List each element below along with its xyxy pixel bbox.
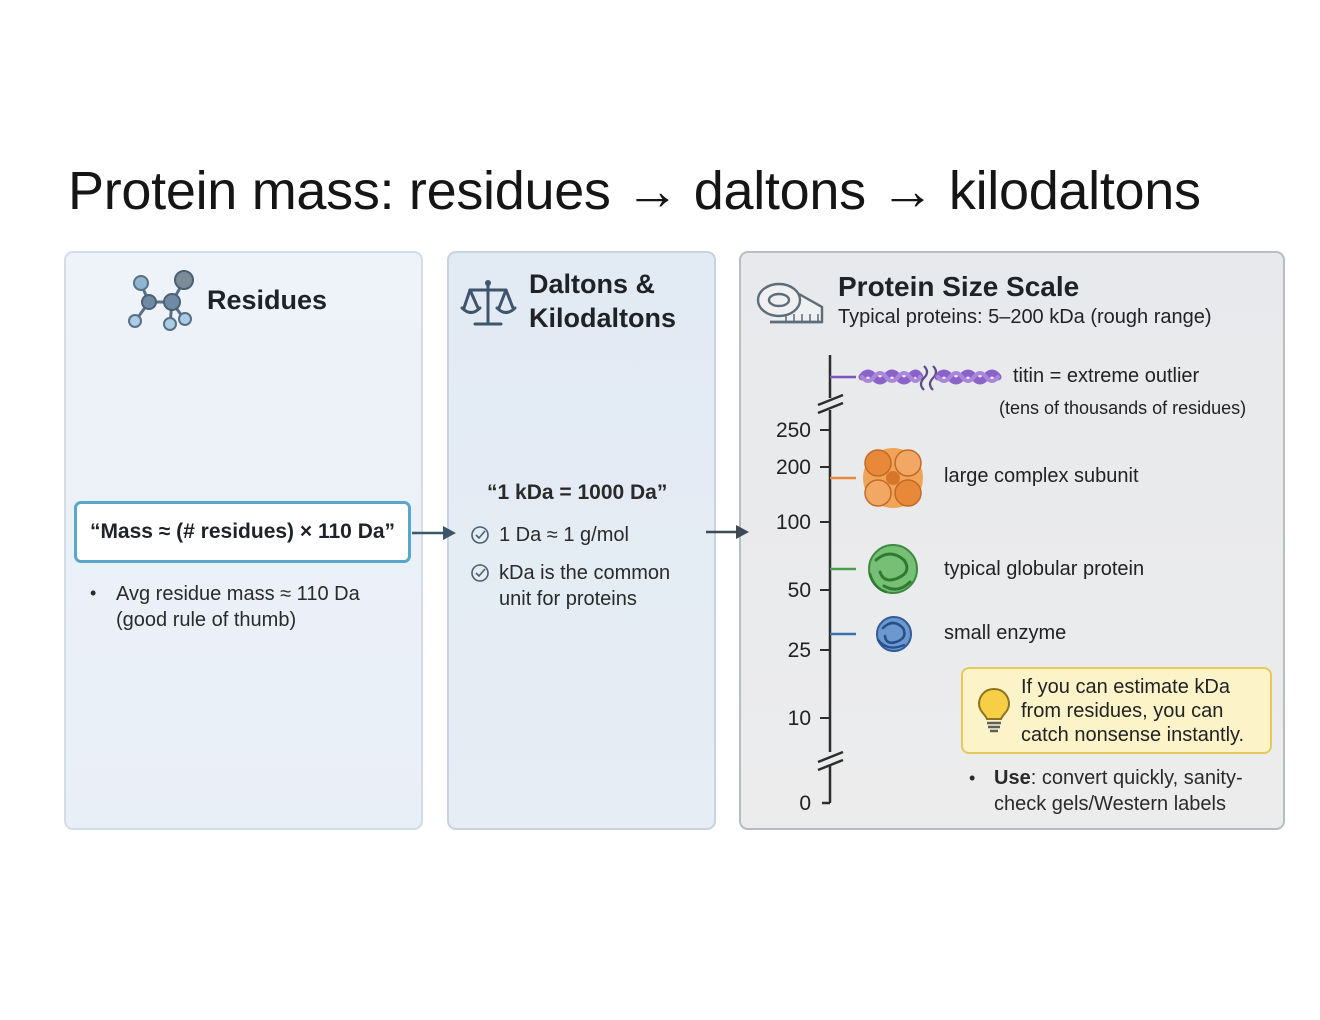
tick-label: 50	[787, 579, 811, 602]
daltons-heading-line1: Daltons &	[529, 269, 656, 299]
tip-line: from residues, you can	[1021, 700, 1224, 722]
residues-heading: Residues	[207, 285, 328, 315]
kda-common-text-line2: unit for proteins	[499, 588, 637, 610]
tick-label: 10	[787, 707, 811, 730]
titin-note: (tens of thousands of residues)	[999, 398, 1247, 418]
tip-callout: If you can estimate kDa from residues, y…	[961, 667, 1272, 754]
kda-common-text-line1: kDa is the common	[499, 562, 671, 584]
lightbulb-icon	[977, 687, 1011, 733]
tick-label: 25	[787, 639, 811, 662]
tick-label: 100	[775, 511, 811, 534]
small-enzyme-label: small enzyme	[944, 622, 1067, 644]
da-gmol-text: 1 Da ≈ 1 g/mol	[499, 524, 629, 546]
use-line2: check gels/Western labels	[994, 793, 1226, 815]
tip-line: If you can estimate kDa	[1021, 676, 1230, 698]
use-label: Use	[994, 767, 1031, 789]
tick-label: 250	[775, 419, 811, 442]
tip-line: catch nonsense instantly.	[1021, 724, 1245, 746]
use-text: : convert quickly, sanity-	[1030, 767, 1243, 789]
kda-equation: “1 kDa = 1000 Da”	[487, 481, 668, 504]
globular-protein-label: typical globular protein	[944, 558, 1145, 580]
avg-residue-mass-text: Avg residue mass ≈ 110 Da	[116, 583, 360, 605]
titin-label: titin = extreme outlier	[1013, 365, 1200, 387]
page-title: Protein mass: residues → daltons → kilod…	[68, 161, 1201, 221]
bullet-dot: •	[90, 583, 97, 603]
bullet-dot: •	[969, 768, 976, 788]
daltons-panel	[447, 251, 716, 830]
large-complex-label: large complex subunit	[944, 465, 1139, 487]
mass-formula-box: “Mass ≈ (# residues) × 110 Da”	[74, 501, 411, 563]
daltons-heading-line2: Kilodaltons	[529, 303, 676, 333]
scale-subtitle: Typical proteins: 5–200 kDa (rough range…	[838, 306, 1212, 328]
rule-of-thumb-text: (good rule of thumb)	[116, 609, 297, 631]
tick-label: 200	[775, 456, 811, 479]
tick-label: 0	[799, 792, 811, 815]
use-line1: Use: convert quickly, sanity-	[994, 765, 1243, 791]
scale-heading: Protein Size Scale	[838, 271, 1080, 302]
